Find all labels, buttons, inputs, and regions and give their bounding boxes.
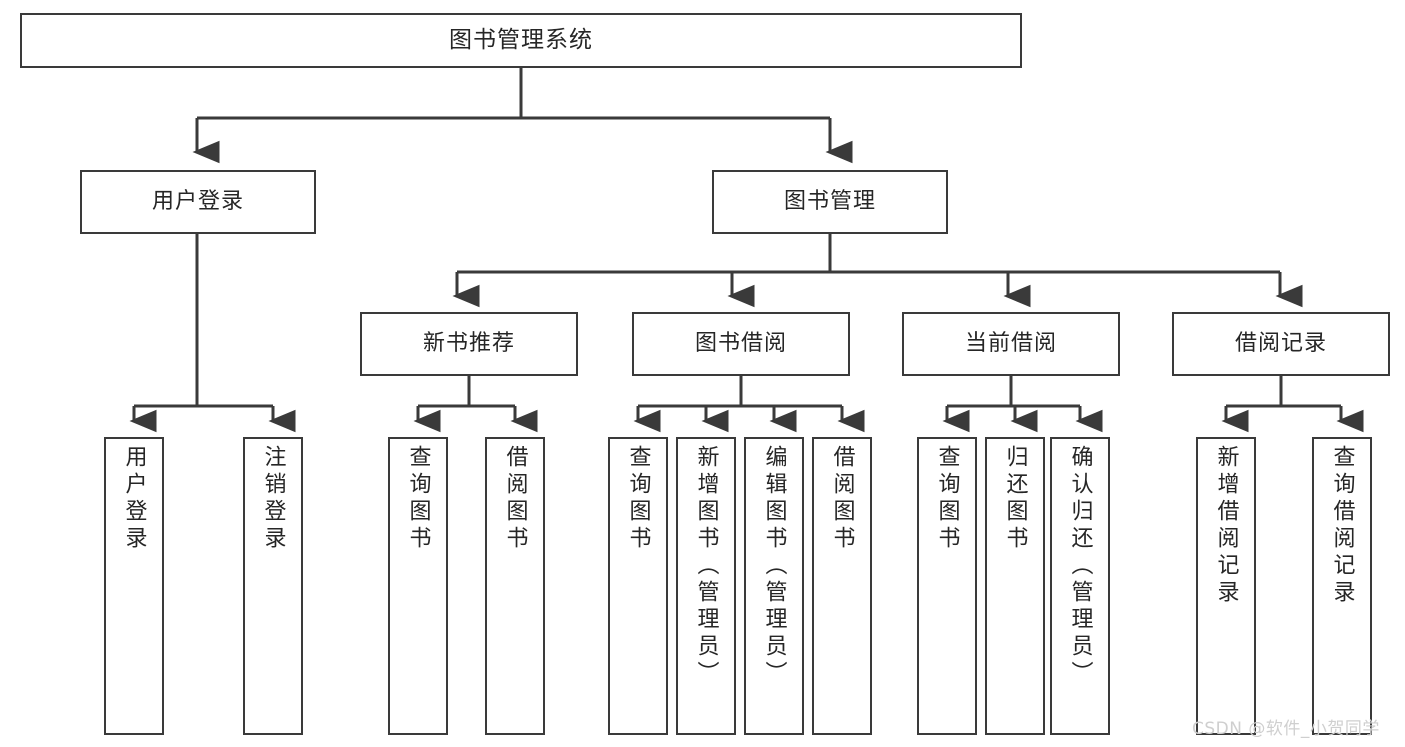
node-user-login-label: 用户登录 — [151, 188, 244, 214]
node-book-borrow-label: 图书借阅 — [694, 330, 787, 356]
leaf-return-book[interactable]: 归还图书 — [985, 437, 1045, 735]
leaf-query-book-recommend[interactable]: 查询图书 — [388, 437, 448, 735]
leaf-query-book-recommend-label: 查询图书 — [405, 445, 431, 553]
leaf-logout-login-label: 注销登录 — [260, 445, 286, 553]
node-borrow-record[interactable]: 借阅记录 — [1172, 312, 1390, 376]
node-new-book-recommend-label: 新书推荐 — [422, 330, 515, 356]
leaf-add-book-admin-label: 新增图书（管理员） — [693, 445, 719, 688]
node-current-borrow-label: 当前借阅 — [964, 330, 1057, 356]
leaf-query-book-borrow-label: 查询图书 — [625, 445, 651, 553]
leaf-edit-book-admin[interactable]: 编辑图书（管理员） — [744, 437, 804, 735]
leaf-add-borrow-record-label: 新增借阅记录 — [1213, 445, 1239, 607]
leaf-query-book-current-label: 查询图书 — [934, 445, 960, 553]
leaf-add-book-admin[interactable]: 新增图书（管理员） — [676, 437, 736, 735]
leaf-add-borrow-record[interactable]: 新增借阅记录 — [1196, 437, 1256, 735]
leaf-confirm-return-admin[interactable]: 确认归还（管理员） — [1050, 437, 1110, 735]
node-root-label: 图书管理系统 — [449, 26, 593, 53]
node-current-borrow[interactable]: 当前借阅 — [902, 312, 1120, 376]
leaf-borrow-book-label: 借阅图书 — [829, 445, 855, 553]
leaf-return-book-label: 归还图书 — [1002, 445, 1028, 553]
leaf-logout-login[interactable]: 注销登录 — [243, 437, 303, 735]
leaf-borrow-book-recommend-label: 借阅图书 — [502, 445, 528, 553]
leaf-query-borrow-record-label: 查询借阅记录 — [1329, 445, 1355, 607]
node-root[interactable]: 图书管理系统 — [20, 13, 1022, 68]
leaf-borrow-book[interactable]: 借阅图书 — [812, 437, 872, 735]
node-book-management[interactable]: 图书管理 — [712, 170, 948, 234]
leaf-confirm-return-admin-label: 确认归还（管理员） — [1067, 445, 1093, 688]
leaf-borrow-book-recommend[interactable]: 借阅图书 — [485, 437, 545, 735]
leaf-edit-book-admin-label: 编辑图书（管理员） — [761, 445, 787, 688]
node-new-book-recommend[interactable]: 新书推荐 — [360, 312, 578, 376]
leaf-query-borrow-record[interactable]: 查询借阅记录 — [1312, 437, 1372, 735]
leaf-user-login-label: 用户登录 — [121, 445, 147, 553]
node-borrow-record-label: 借阅记录 — [1234, 330, 1327, 356]
csdn-watermark: CSDN @软件_小贺同学 — [1192, 719, 1380, 739]
leaf-query-book-current[interactable]: 查询图书 — [917, 437, 977, 735]
leaf-query-book-borrow[interactable]: 查询图书 — [608, 437, 668, 735]
node-book-management-label: 图书管理 — [783, 188, 876, 214]
node-book-borrow[interactable]: 图书借阅 — [632, 312, 850, 376]
node-user-login[interactable]: 用户登录 — [80, 170, 316, 234]
leaf-user-login[interactable]: 用户登录 — [104, 437, 164, 735]
